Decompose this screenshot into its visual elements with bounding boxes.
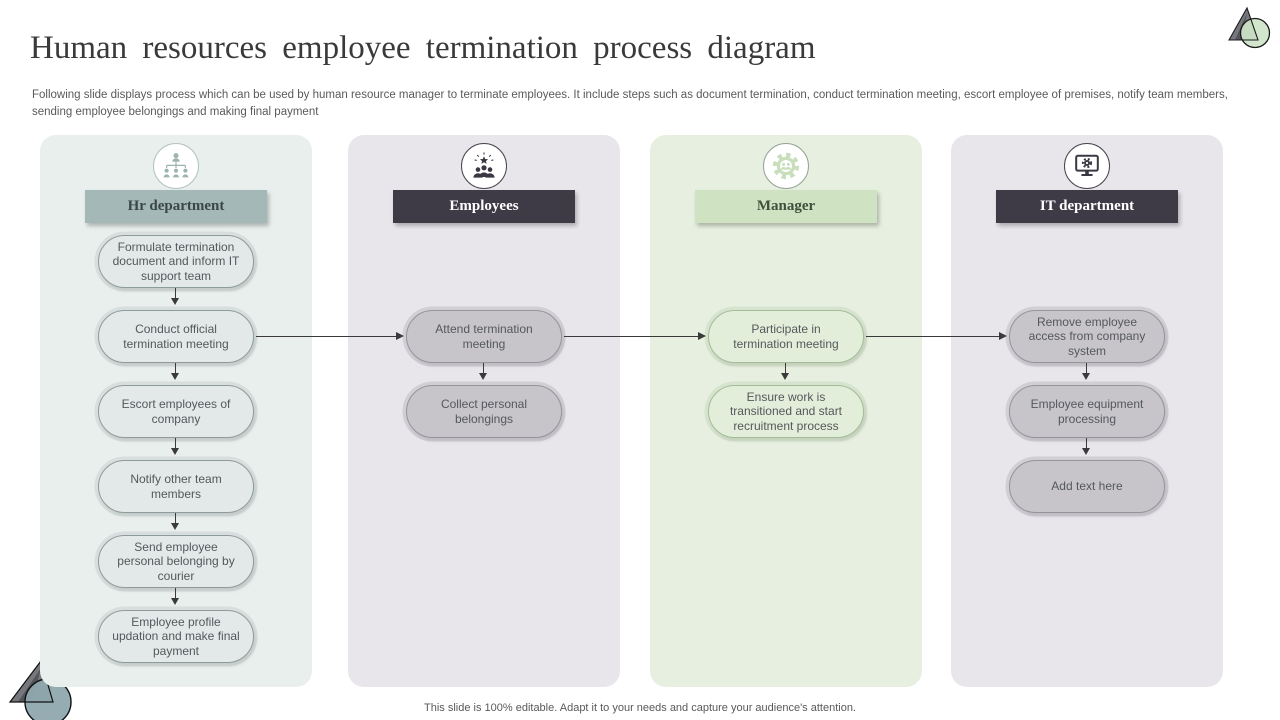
lane-header-hr: Hr department (85, 190, 267, 223)
down-arrow (1082, 363, 1090, 380)
down-arrow (781, 363, 789, 380)
team-star-icon (461, 143, 507, 189)
logo-triangle-shade (1235, 13, 1247, 40)
page-title: Human resources employee termination pro… (30, 30, 816, 66)
editable-note: This slide is 100% editable. Adapt it to… (424, 702, 856, 714)
process-step: Employee equipment processing (1009, 385, 1165, 438)
process-step: Participate in termination meeting (708, 310, 864, 363)
org-chart-icon (153, 143, 199, 189)
down-arrow (171, 588, 179, 605)
slide-description: Following slide displays process which c… (32, 89, 1228, 119)
process-step: Send employee personal belonging by cour… (98, 535, 254, 588)
flow-arrow-manager-to-it (866, 331, 1007, 340)
process-step: Escort employees of company (98, 385, 254, 438)
flow-arrow-employees-to-manager (564, 331, 706, 340)
process-step: Formulate termination document and infor… (98, 235, 254, 288)
process-step: Conduct official termination meeting (98, 310, 254, 363)
process-step: Add text here (1009, 460, 1165, 513)
lane-header-manager: Manager (695, 190, 877, 223)
down-arrow (1082, 438, 1090, 455)
down-arrow (171, 438, 179, 455)
process-diagram: Hr department Formulate termination docu… (0, 135, 1280, 687)
logo-triangle-shade (18, 668, 41, 702)
process-step: Attend termination meeting (406, 310, 562, 363)
lane-header-it: IT department (996, 190, 1178, 223)
process-step: Employee profile updation and make final… (98, 610, 254, 663)
lane-employees: Employees Attend termination meeting Col… (348, 135, 620, 687)
logo-circle (1239, 17, 1271, 49)
lane-it-department: IT department Remove employee access fro… (951, 135, 1223, 687)
lane-hr-department: Hr department Formulate termination docu… (40, 135, 312, 687)
lane-manager: Manager Participate in termination meeti… (650, 135, 922, 687)
down-arrow (171, 288, 179, 305)
gear-people-icon (763, 143, 809, 189)
monitor-gear-icon (1064, 143, 1110, 189)
process-step: Collect personal belongings (406, 385, 562, 438)
flow-arrow-hr-to-employees (256, 331, 404, 340)
process-step: Remove employee access from company syst… (1009, 310, 1165, 363)
process-step: Notify other team members (98, 460, 254, 513)
logo-triangle-outline (1228, 6, 1259, 41)
down-arrow (479, 363, 487, 380)
down-arrow (171, 513, 179, 530)
company-logo-bottom-left (8, 659, 72, 720)
down-arrow (171, 363, 179, 380)
lane-header-employees: Employees (393, 190, 575, 223)
company-logo-top-right (1228, 6, 1271, 49)
process-step: Ensure work is transitioned and start re… (708, 385, 864, 438)
